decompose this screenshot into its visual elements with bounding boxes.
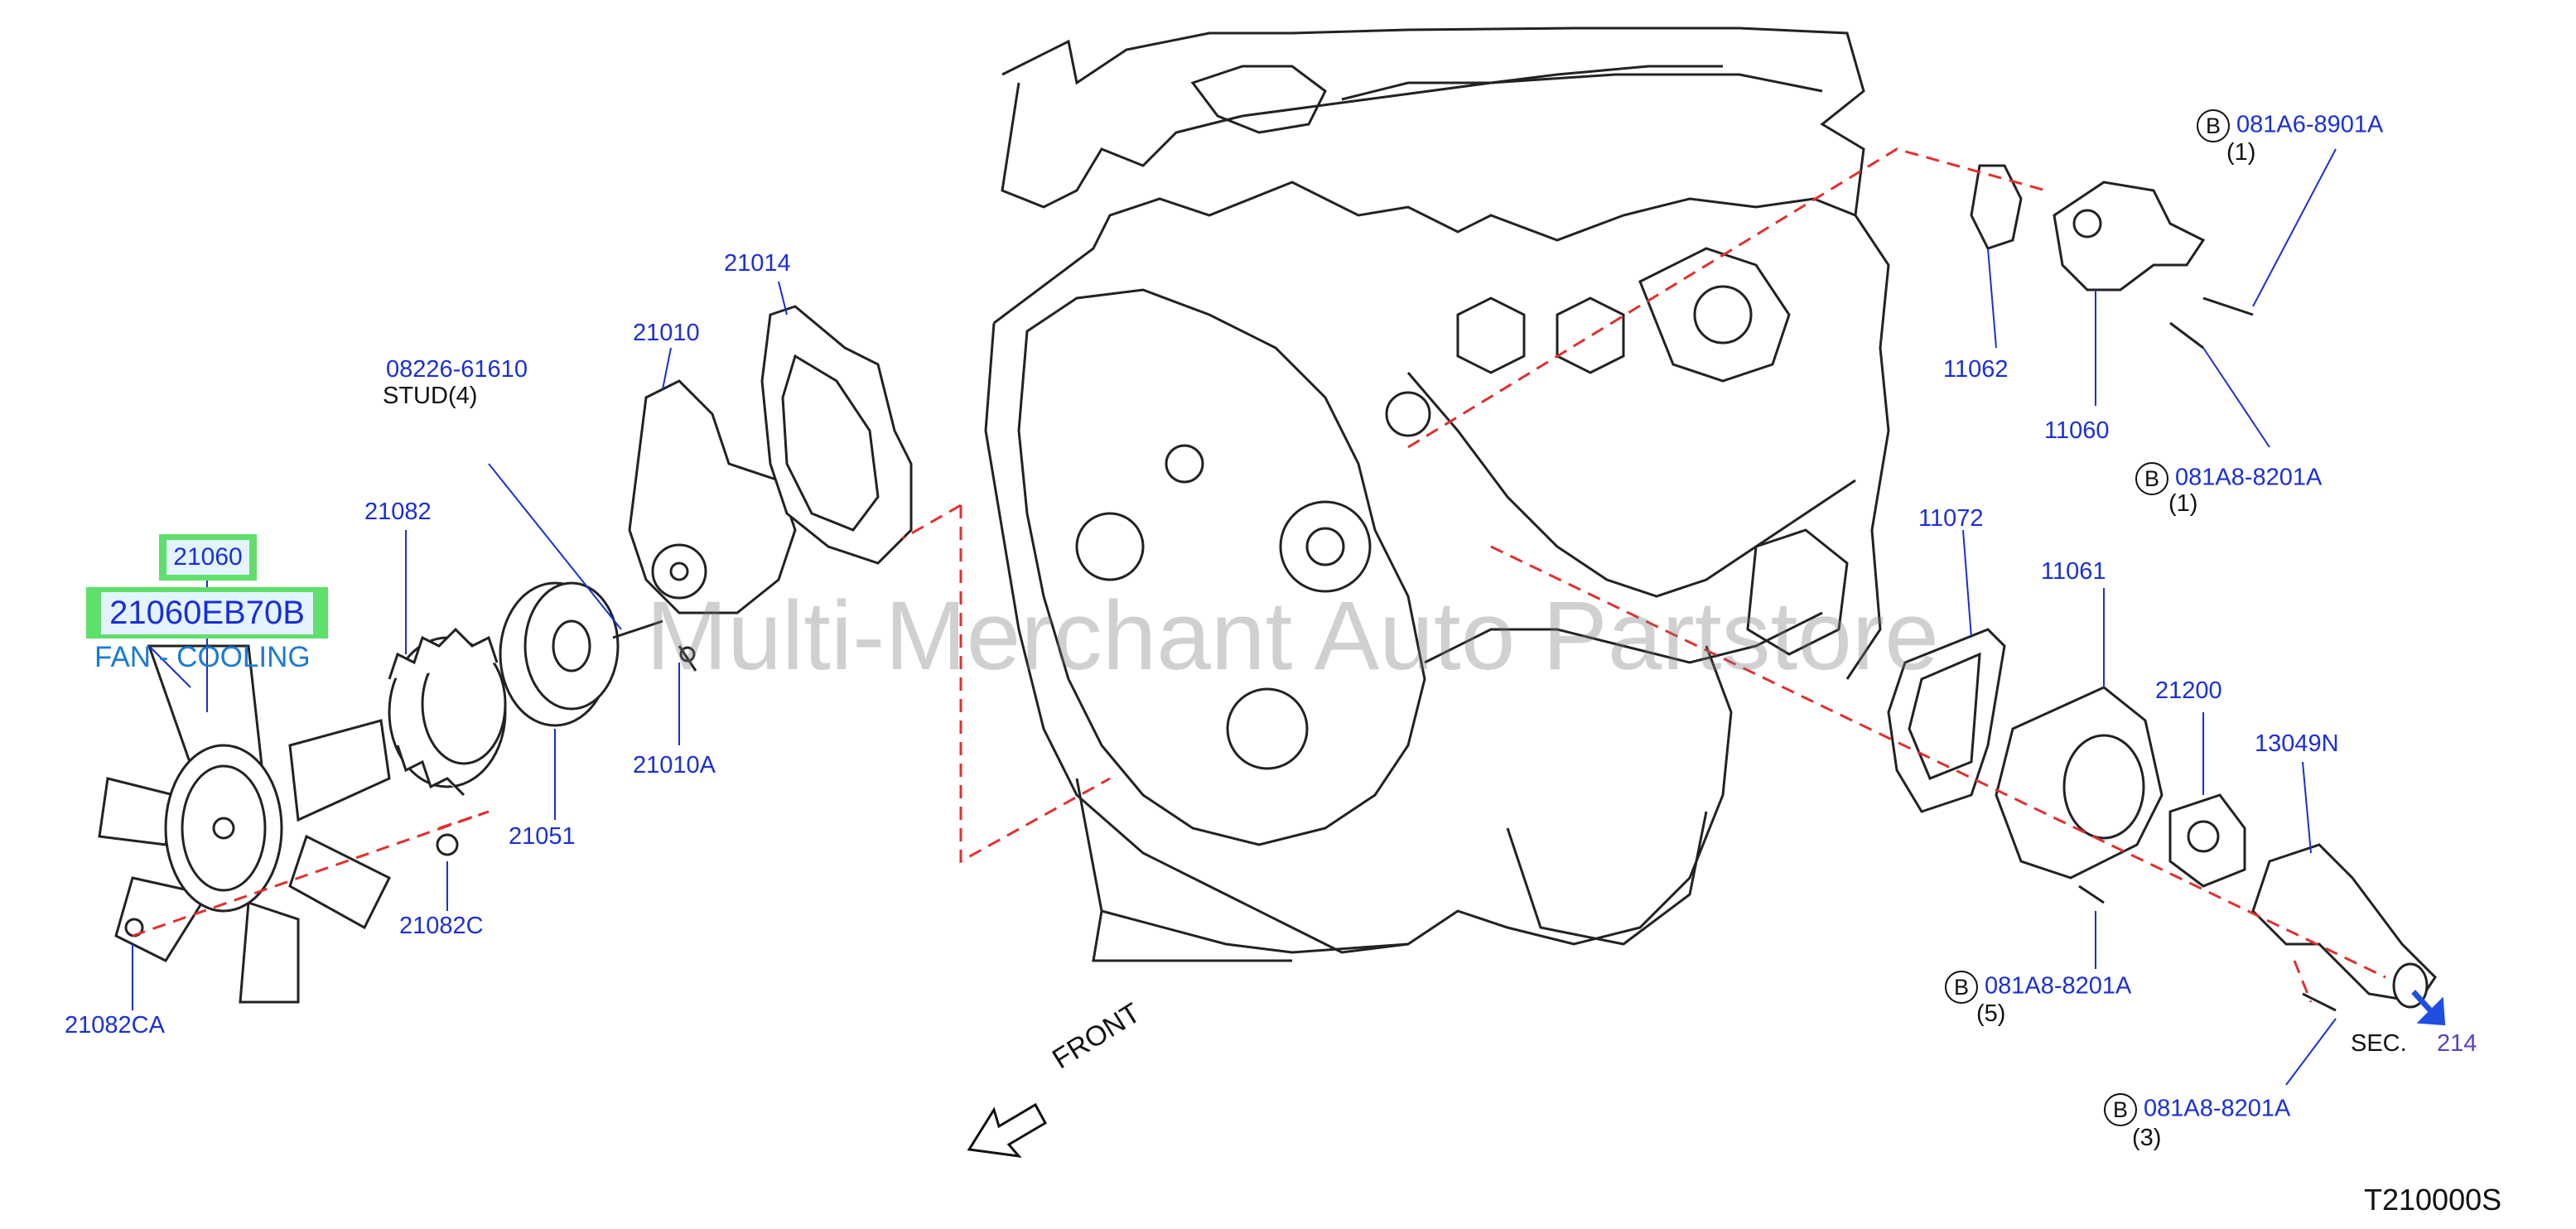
part-13049N-label[interactable]: 13049N <box>2255 730 2339 757</box>
part-21010A-label[interactable]: 21010A <box>633 752 716 778</box>
sec-arrow-icon <box>2411 990 2446 1026</box>
bolt-081A8-1-label[interactable]: B 081A8-8201A <box>2135 462 2322 495</box>
alignment-lines <box>132 147 2386 1003</box>
part-21010-label[interactable]: 21010 <box>633 320 700 346</box>
bolt-081A8-3-number[interactable]: 081A8-8201A <box>2144 1095 2291 1122</box>
part-11061-label[interactable]: 11061 <box>2041 558 2106 585</box>
thermostat-assembly <box>678 164 2437 1012</box>
b-mark-icon: B <box>2135 462 2168 495</box>
part-08226-label[interactable]: 08226-61610 <box>386 356 528 383</box>
part-11060-label[interactable]: 11060 <box>2044 417 2110 444</box>
diagram-code: T210000S <box>2364 1183 2502 1217</box>
front-arrow-icon <box>967 1102 1048 1159</box>
water-pump <box>628 379 797 614</box>
fan-cooling-title[interactable]: FAN - COOLING <box>94 641 311 673</box>
bolt-081A8-1-qty: (1) <box>2168 490 2198 517</box>
leader-lines <box>132 148 2337 1086</box>
part-21200-label[interactable]: 21200 <box>2155 677 2222 704</box>
part-21051-label[interactable]: 21051 <box>509 823 576 850</box>
b-mark-icon: B <box>2197 109 2230 142</box>
part-11072-label[interactable]: 11072 <box>1918 505 1984 532</box>
part-21082C-label[interactable]: 21082C <box>399 913 484 939</box>
bolt-081A8-5-qty: (5) <box>1976 1000 2006 1027</box>
part-21060EB70B-label[interactable]: 21060EB70B <box>101 591 313 634</box>
fan-clutch <box>388 627 507 856</box>
part-21060-highlight[interactable]: 21060 <box>159 534 257 581</box>
sec-label: SEC. <box>2351 1030 2407 1057</box>
bolt-081A8-5-number[interactable]: 081A8-8201A <box>1985 972 2132 1000</box>
pulley <box>499 581 696 727</box>
pump-gasket <box>760 305 913 565</box>
part-11062-label[interactable]: 11062 <box>1943 356 2009 383</box>
bolt-081A8-3-label[interactable]: B 081A8-8201A <box>2104 1093 2290 1126</box>
bolt-081A8-3-qty: (3) <box>2132 1125 2162 1151</box>
bolt-081A8-1-number[interactable]: 081A8-8201A <box>2175 464 2323 491</box>
watermark: Multi-Merchant Auto Partstore <box>646 581 1939 691</box>
part-21014-label[interactable]: 21014 <box>724 250 791 277</box>
part-21082CA-label[interactable]: 21082CA <box>65 1012 165 1039</box>
cooling-fan <box>98 644 392 1004</box>
bolt-081A6-number[interactable]: 081A6-8901A <box>2236 111 2384 138</box>
stud-qty-label: STUD(4) <box>383 383 478 409</box>
engine-block <box>984 27 1890 962</box>
sec-number-link[interactable]: 214 <box>2437 1030 2477 1057</box>
part-21060EB70B-highlight[interactable]: 21060EB70B <box>86 587 328 639</box>
part-21060-label[interactable]: 21060 <box>166 540 249 575</box>
b-mark-icon: B <box>2104 1093 2137 1126</box>
part-21082-label[interactable]: 21082 <box>364 499 432 525</box>
b-mark-icon: B <box>1945 971 1978 1004</box>
bolt-081A6-qty: (1) <box>2226 139 2256 166</box>
